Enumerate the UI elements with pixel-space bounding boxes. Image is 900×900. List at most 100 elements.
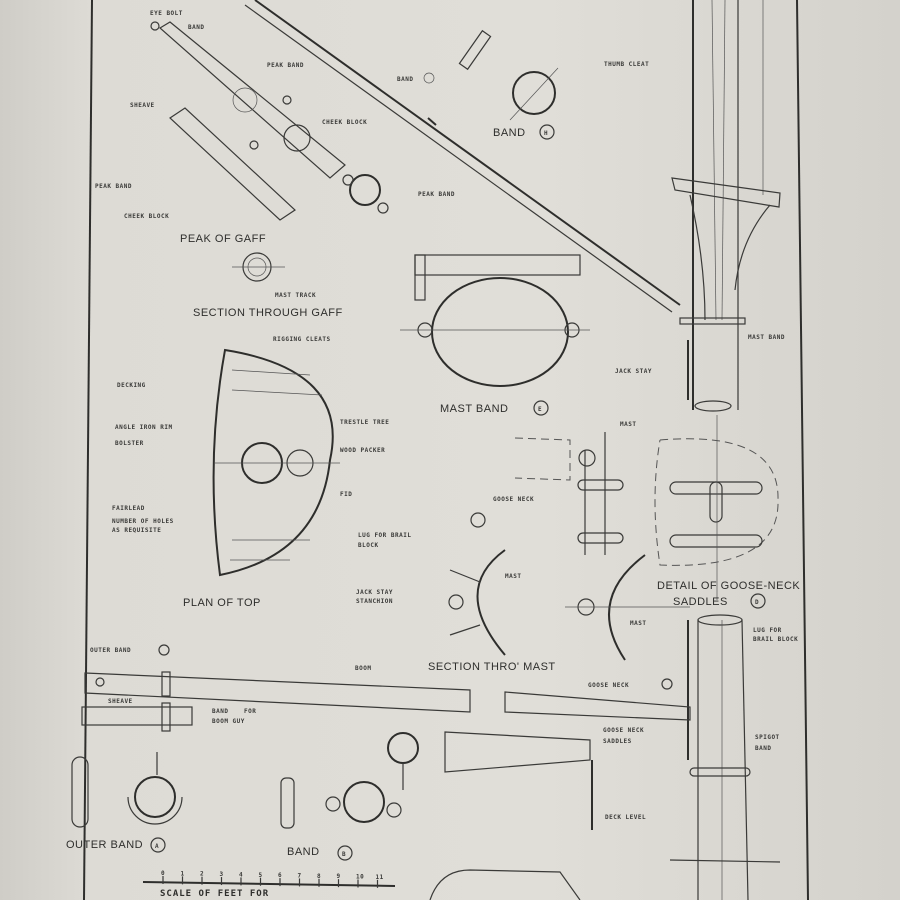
label-goose-neck-saddles: GOOSE NECK xyxy=(603,727,644,734)
mast-drawing xyxy=(671,0,781,412)
band-b-drawing xyxy=(280,777,402,829)
label-number-of-holes: NUMBER OF HOLES xyxy=(112,518,174,525)
label-brail-block: BRAIL BLOCK xyxy=(753,636,798,643)
goose-neck-detail-drawing xyxy=(514,415,779,661)
label-bolster: BOLSTER xyxy=(115,440,144,447)
label-boom-guy: BOOM GUY xyxy=(212,718,245,725)
gaff-section-drawing xyxy=(232,252,285,282)
ref-b-circle xyxy=(337,845,353,861)
scale-tick-label: 5 xyxy=(259,872,263,879)
scale-tick-label: 6 xyxy=(278,872,282,879)
gaff-spar xyxy=(244,0,681,313)
title-plan-of-top: PLAN OF TOP xyxy=(183,597,261,609)
band-h-drawing xyxy=(458,29,559,121)
label-decking: DECKING xyxy=(117,382,146,389)
scale-tick-label: 8 xyxy=(317,873,321,880)
scale-tick-label: 1 xyxy=(181,870,185,877)
boom-drawing xyxy=(81,671,691,732)
title-mast-band: MAST BAND xyxy=(440,403,508,415)
left-border xyxy=(83,0,93,900)
label-deck-level: DECK LEVEL xyxy=(605,814,646,821)
label-mast-lower: MAST xyxy=(630,620,646,627)
label-lug-block: BLOCK xyxy=(358,542,379,549)
scale-tick-label: 3 xyxy=(220,871,224,878)
label-rigging-cleats: RIGGING CLEATS xyxy=(273,336,331,343)
label-band: BAND xyxy=(397,76,413,83)
label-wood-packer: WOOD PACKER xyxy=(340,447,385,454)
label-boom: BOOM xyxy=(355,665,371,672)
scale-tick-label: 7 xyxy=(298,872,302,879)
ref-a-circle xyxy=(150,837,166,853)
label-sheave-boom: SHEAVE xyxy=(108,698,133,705)
scale-caption: SCALE OF FEET FOR xyxy=(160,889,269,899)
label-eye-bolt: EYE BOLT xyxy=(150,10,183,17)
label-thumb-cleat: THUMB CLEAT xyxy=(604,61,649,68)
ref-h: H xyxy=(544,130,548,137)
plan-of-top-drawing xyxy=(212,348,340,577)
label-spigot: SPIGOT xyxy=(755,734,780,741)
ref-a-small xyxy=(158,644,170,656)
scale-tick-label: 11 xyxy=(376,874,384,881)
label-angle-iron-rim: ANGLE IRON RIM xyxy=(115,424,173,431)
scale-tick-label: 2 xyxy=(200,871,204,878)
scale-tick-label: 4 xyxy=(239,871,243,878)
mast-band-e-drawing xyxy=(400,254,590,387)
label-mast-section: MAST xyxy=(505,573,521,580)
goose-neck-fitting-drawing xyxy=(387,731,593,900)
lower-mast-drawing xyxy=(669,614,781,900)
label-spigot-band: BAND xyxy=(755,745,771,752)
ref-d: D xyxy=(755,599,759,606)
label-band-top: BAND xyxy=(188,24,204,31)
title-saddles: SADDLES xyxy=(673,596,728,608)
label-lug-for-brail: LUG FOR BRAIL xyxy=(358,532,411,539)
label-jack-stay-stanchion: JACK STAY xyxy=(356,589,393,596)
title-band-h: BAND xyxy=(493,127,526,139)
label-lug-for: LUG FOR xyxy=(753,627,782,634)
ref-e: E xyxy=(538,406,542,413)
label-peak-band-c: PEAK BAND xyxy=(95,183,132,190)
label-outer-band-a: OUTER BAND xyxy=(90,647,131,654)
scale-tick-label: 0 xyxy=(161,870,165,877)
ref-d-circle xyxy=(750,593,766,609)
outer-band-a-drawing xyxy=(71,752,183,828)
title-section-thro-mast: SECTION THRO' MAST xyxy=(428,661,556,673)
label-as-requisite: AS REQUISITE xyxy=(112,527,161,534)
label-stanchion: STANCHION xyxy=(356,598,393,605)
ref-h-circle xyxy=(539,124,555,140)
label-fid: FID xyxy=(340,491,352,498)
title-section-through-gaff: SECTION THROUGH GAFF xyxy=(193,307,343,319)
title-outer-band: OUTER BAND xyxy=(66,839,143,851)
label-mast-band-f: MAST BAND xyxy=(748,334,785,341)
ref-h-marker xyxy=(423,72,435,84)
label-peak-band-f: PEAK BAND xyxy=(267,62,304,69)
peak-band-f-drawing xyxy=(342,174,389,214)
ref-c-circle xyxy=(661,678,673,690)
label-peak-band-f2: PEAK BAND xyxy=(418,191,455,198)
label-goose-neck: GOOSE NECK xyxy=(493,496,534,503)
label-fairlead: FAIRLEAD xyxy=(112,505,145,512)
label-cheek-block: CHEEK BLOCK xyxy=(124,213,169,220)
label-for: FOR xyxy=(244,708,256,715)
label-saddles: SADDLES xyxy=(603,738,632,745)
scale-tick-label: 10 xyxy=(356,874,364,881)
ref-e-circle xyxy=(533,400,549,416)
label-mast-goose: MAST xyxy=(620,421,636,428)
peak-of-gaff-drawing xyxy=(150,21,346,221)
label-trestle-tree: TRESTLE TREE xyxy=(340,419,389,426)
title-detail-of-goose-neck: DETAIL OF GOOSE-NECK xyxy=(657,580,800,592)
scale-bar: 0 1 2 3 4 5 6 7 8 9 10 11 xyxy=(142,870,396,888)
scale-tick-label: 9 xyxy=(337,873,341,880)
label-jack-stay: JACK STAY xyxy=(615,368,652,375)
ref-b: B xyxy=(342,851,346,858)
title-band-b: BAND xyxy=(287,846,320,858)
right-border xyxy=(796,0,809,900)
ref-a: A xyxy=(155,843,159,850)
label-band-b: BAND xyxy=(212,708,228,715)
label-cheek-block-c: CHEEK BLOCK xyxy=(322,119,367,126)
label-sheave: SHEAVE xyxy=(130,102,155,109)
title-peak-of-gaff: PEAK OF GAFF xyxy=(180,233,266,245)
section-thro-mast-drawing xyxy=(448,512,506,656)
label-mast-track: MAST TRACK xyxy=(275,292,316,299)
